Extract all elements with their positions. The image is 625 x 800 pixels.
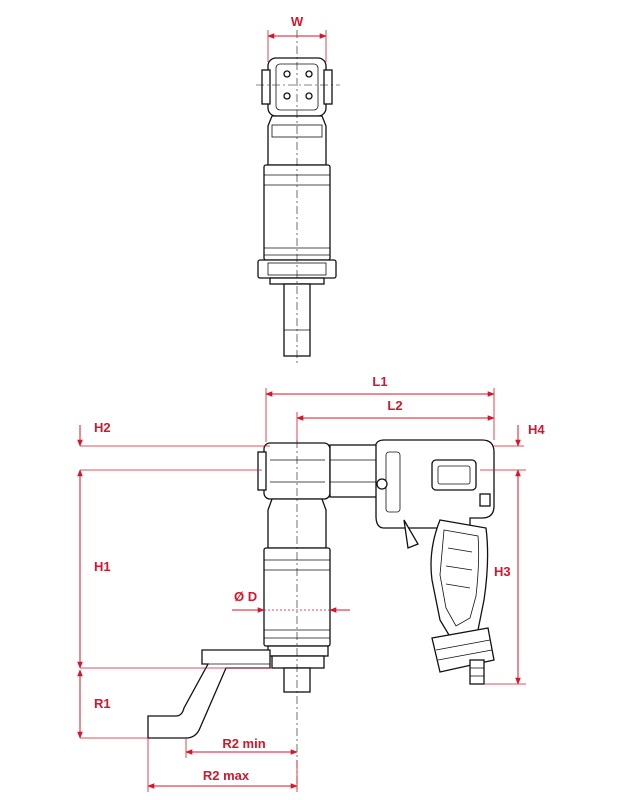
side-gear-head	[257, 442, 381, 500]
dimension-r2-max: R2 max	[147, 738, 298, 792]
top-body	[257, 30, 337, 365]
label-w: W	[291, 14, 304, 29]
dimension-l2: L2	[296, 398, 495, 442]
label-d: Ø D	[234, 589, 257, 604]
side-reaction-arm	[147, 649, 271, 739]
dimension-d: Ø D	[232, 589, 350, 613]
label-r1: R1	[94, 696, 111, 711]
side-motor	[375, 439, 495, 549]
dimension-h2: H2	[77, 420, 270, 471]
label-h2: H2	[94, 420, 111, 435]
dimension-h1: H1	[77, 469, 272, 669]
top-view: W	[256, 14, 340, 365]
dimension-l1: L1	[265, 374, 495, 442]
dimension-r1: R1	[77, 669, 148, 739]
dimension-r2-min: R2 min	[185, 736, 298, 758]
label-h4: H4	[528, 422, 545, 437]
label-l1: L1	[372, 374, 387, 389]
side-view: L1 L2 H2 H1 R1	[77, 374, 545, 792]
side-pistol-grip	[430, 519, 495, 685]
label-r2-min: R2 min	[222, 736, 265, 751]
label-h3: H3	[494, 564, 511, 579]
top-gear-head	[256, 57, 340, 117]
label-h1: H1	[94, 559, 111, 574]
dimension-h3: H3	[484, 469, 526, 685]
label-r2-max: R2 max	[203, 768, 250, 783]
dimension-w: W	[267, 14, 327, 62]
label-l2: L2	[387, 398, 402, 413]
side-body	[263, 440, 331, 790]
